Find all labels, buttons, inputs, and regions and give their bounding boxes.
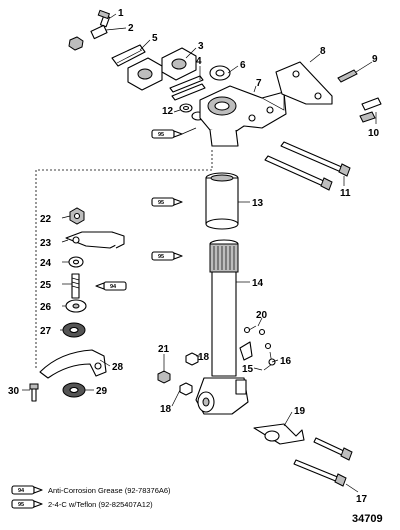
callout-9: 9 xyxy=(372,54,378,65)
grease-tube-95-c: 95 xyxy=(151,251,183,261)
callout-26: 26 xyxy=(40,302,52,313)
callout-13: 13 xyxy=(252,198,264,209)
part-24-washer xyxy=(68,256,84,268)
callout-6: 6 xyxy=(240,60,246,71)
part-17-bolts xyxy=(293,437,353,487)
reference-dotted-line xyxy=(35,150,213,368)
part-28-arm xyxy=(39,349,107,379)
callout-19: 19 xyxy=(294,406,306,417)
legend-code: 94 xyxy=(18,488,25,494)
callout-18-b: 18 xyxy=(160,404,172,415)
callout-14: 14 xyxy=(252,278,264,289)
part-10-bolts xyxy=(359,97,382,123)
callout-1: 1 xyxy=(118,8,124,19)
part-9-pin xyxy=(337,69,358,83)
callout-3: 3 xyxy=(198,41,204,52)
part-nut-left xyxy=(68,36,84,51)
part-23-link xyxy=(65,231,125,249)
part-21-nut xyxy=(157,370,171,384)
part-26-washer xyxy=(65,299,87,313)
part-2-plate xyxy=(90,24,108,40)
legend-text: 2-4-C w/Teflon (92-825407A12) xyxy=(48,500,153,509)
legend-item-94: 94 Anti-Corrosion Grease (92-78376A6) xyxy=(11,485,171,495)
legend-text: Anti-Corrosion Grease (92-78376A6) xyxy=(48,486,171,495)
legend-code: 95 xyxy=(18,502,24,508)
callout-16: 16 xyxy=(280,356,292,367)
callout-15: 15 xyxy=(242,364,254,375)
part-20-clips xyxy=(239,325,272,361)
part-29-gear xyxy=(62,382,86,398)
callout-numbers: 1 2 5 3 4 6 7 8 9 10 11 12 13 14 15 16 1… xyxy=(8,8,380,505)
grease-tube-94: 94 xyxy=(95,281,127,291)
part-30-bolt xyxy=(29,383,39,402)
figure-number: 34709 xyxy=(352,513,383,525)
grease-tube-95-a: 95 xyxy=(151,127,197,139)
callout-30: 30 xyxy=(8,386,20,397)
callout-8: 8 xyxy=(320,46,326,57)
callout-29: 29 xyxy=(96,386,108,397)
part-11-long-bolts xyxy=(264,141,351,191)
callout-12: 12 xyxy=(162,106,174,117)
callout-24: 24 xyxy=(40,258,52,269)
callout-23: 23 xyxy=(40,238,52,249)
legend-item-95: 95 2-4-C w/Teflon (92-825407A12) xyxy=(11,499,153,509)
part-13-sleeve xyxy=(205,172,239,230)
tube-label-95: 95 xyxy=(158,200,164,206)
callout-7: 7 xyxy=(256,78,262,89)
part-3-mounts xyxy=(127,47,197,91)
part-4-strips xyxy=(169,75,206,101)
tube-label-94: 94 xyxy=(110,284,117,290)
part-15-16-wire xyxy=(263,351,276,371)
legend: 94 Anti-Corrosion Grease (92-78376A6) 95… xyxy=(11,485,171,509)
leader-lines xyxy=(22,13,377,493)
swivel-housing xyxy=(199,85,287,147)
part-6-washer xyxy=(209,65,231,81)
part-8-bracket xyxy=(275,61,333,105)
part-5-clip xyxy=(111,44,146,67)
callout-27: 27 xyxy=(40,326,52,337)
part-27-gear xyxy=(62,322,86,338)
part-18-nuts xyxy=(179,352,199,396)
callout-21: 21 xyxy=(158,344,170,355)
grease-tube-95-b: 95 xyxy=(151,197,183,207)
part-19-clamp xyxy=(253,423,305,445)
callout-11: 11 xyxy=(340,188,351,199)
callout-5: 5 xyxy=(152,33,158,44)
part-25-stud xyxy=(71,273,80,299)
callout-28: 28 xyxy=(112,362,124,373)
callout-22: 22 xyxy=(40,214,52,225)
tube-label-95: 95 xyxy=(158,132,164,138)
callout-18-a: 18 xyxy=(198,352,210,363)
tube-label-95: 95 xyxy=(158,254,164,260)
part-14-tube xyxy=(195,239,249,415)
part-22-nut xyxy=(69,207,85,225)
callout-25: 25 xyxy=(40,280,52,291)
callout-20: 20 xyxy=(256,310,268,321)
callout-4: 4 xyxy=(196,56,202,67)
callout-2: 2 xyxy=(128,23,134,34)
part-1-screw xyxy=(97,9,111,28)
callout-17: 17 xyxy=(356,494,368,505)
callout-10: 10 xyxy=(368,128,380,139)
